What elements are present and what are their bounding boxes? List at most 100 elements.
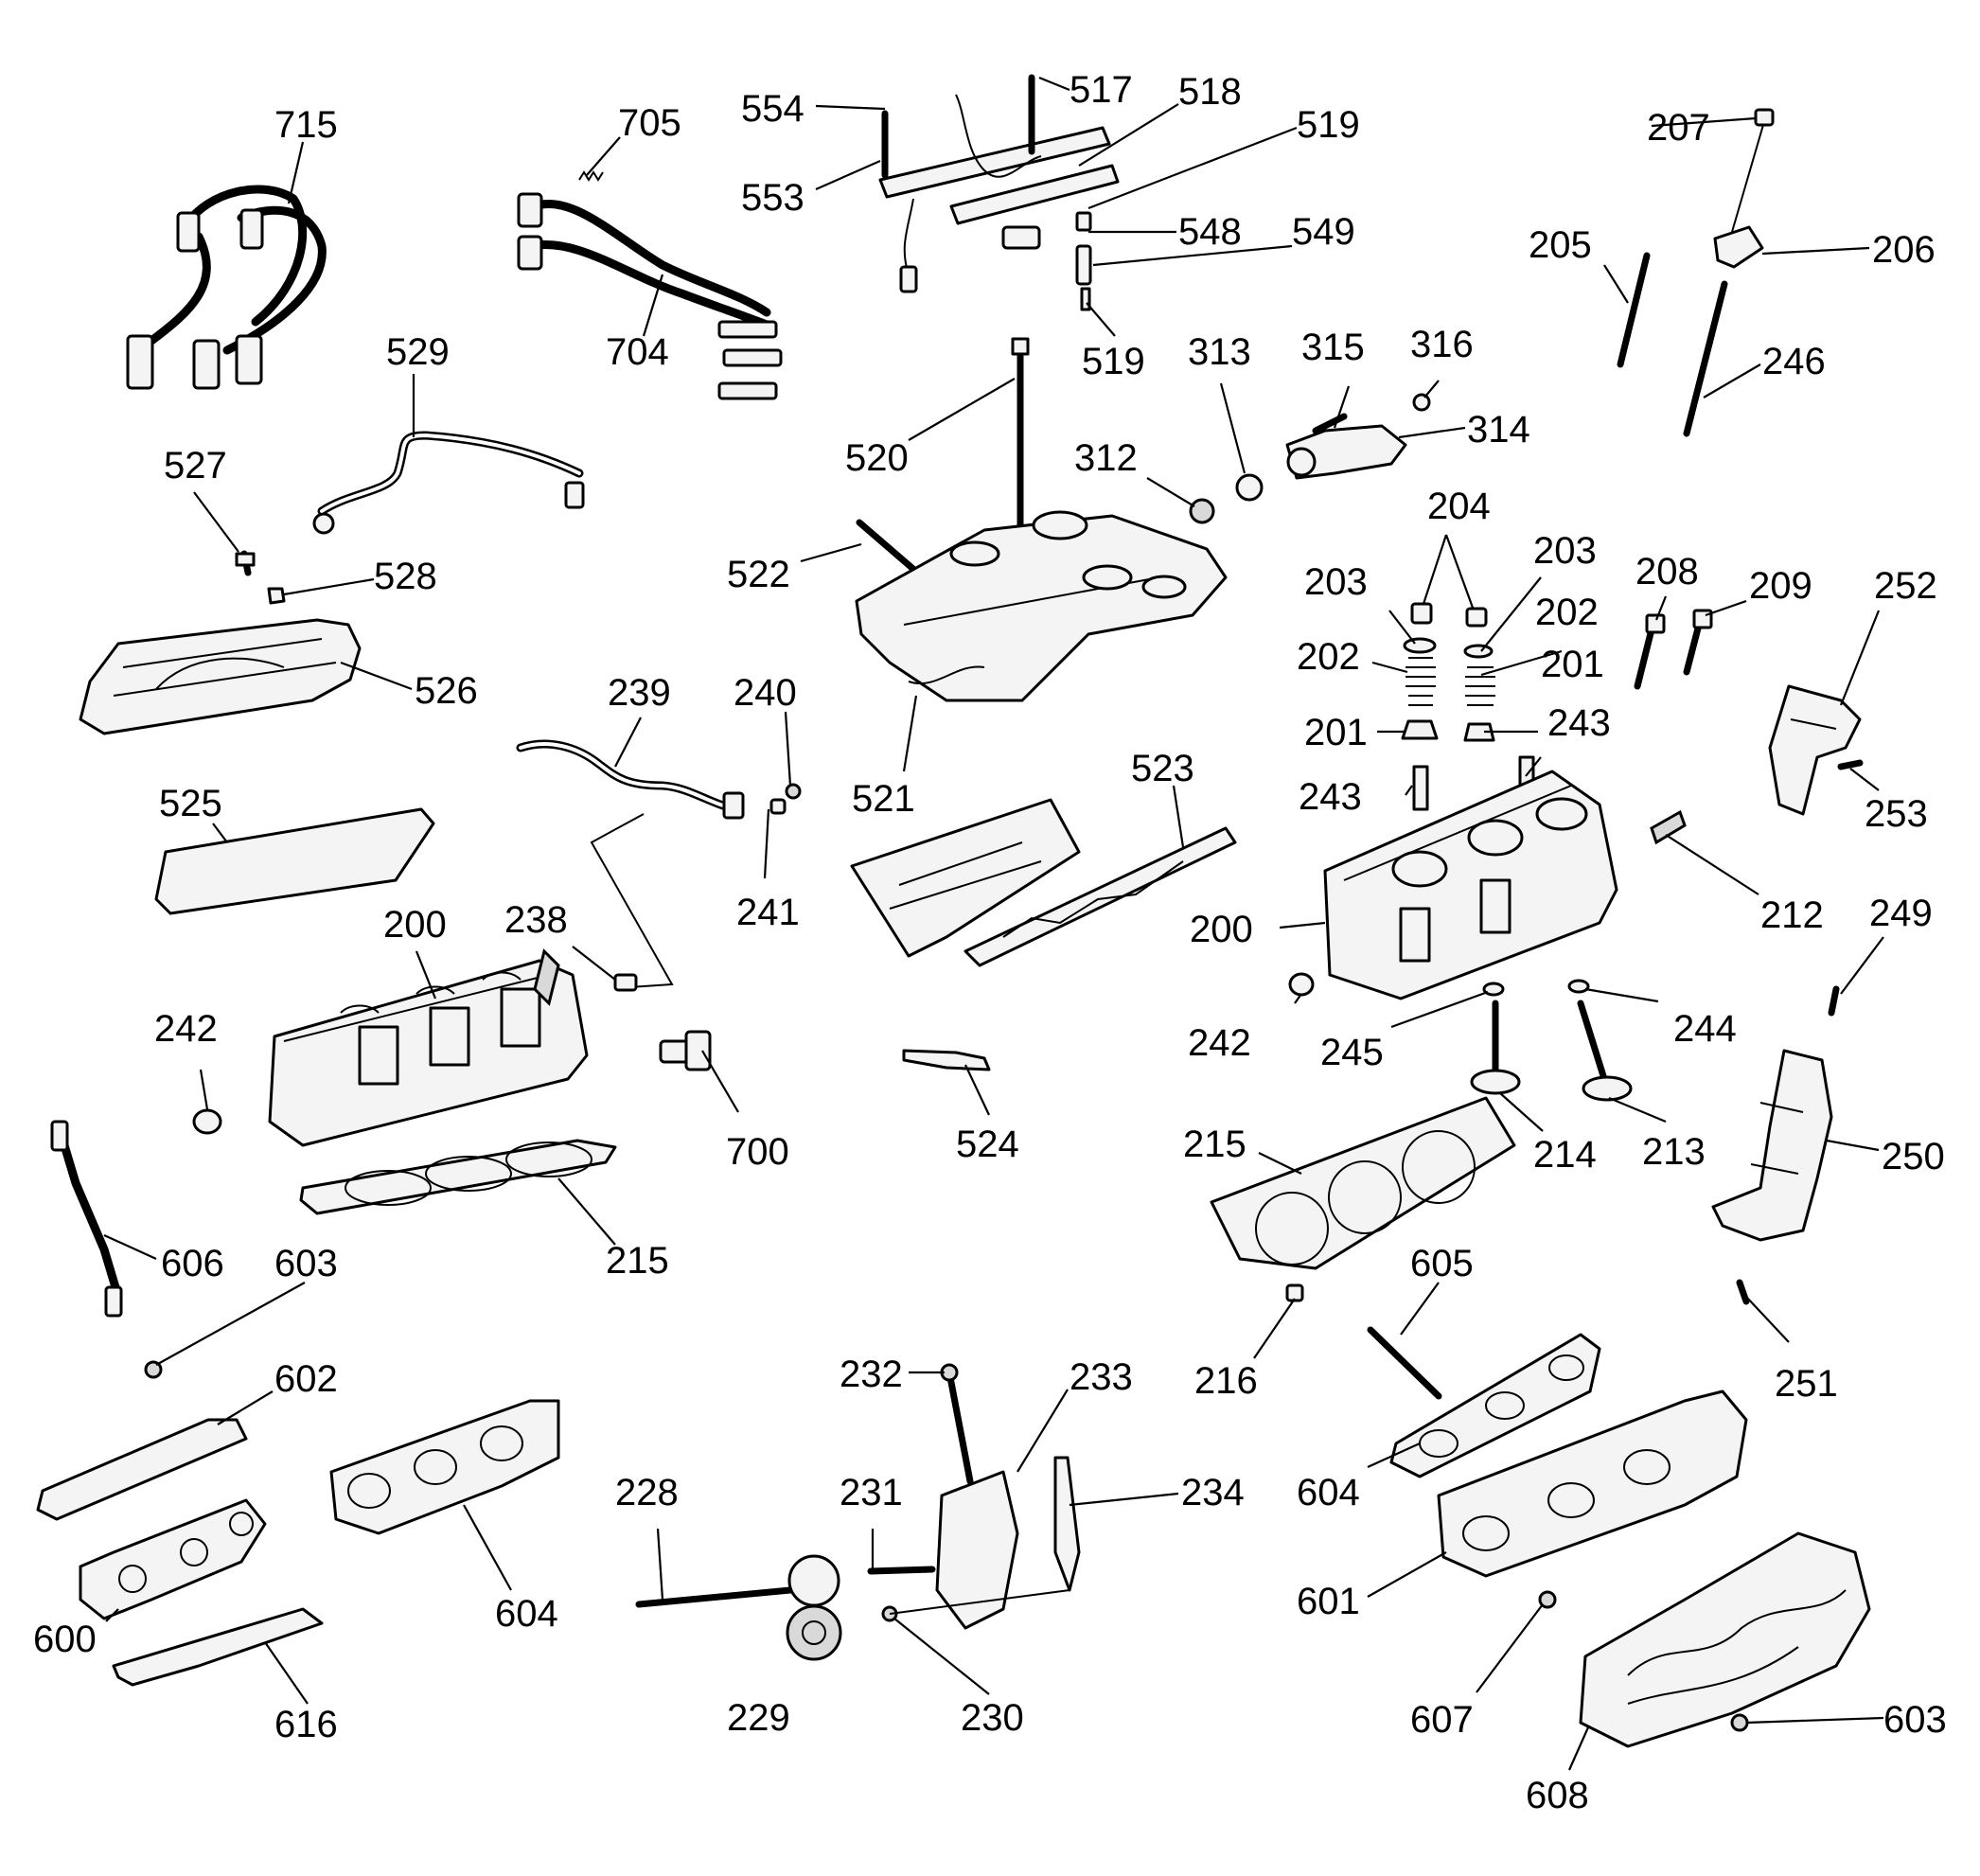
callout-604-left: 604: [495, 1593, 558, 1635]
idler-pulley-assembly: [635, 1363, 1081, 1661]
callout-519-top: 519: [1297, 104, 1360, 146]
temperature-sensor: [659, 1030, 712, 1071]
callout-215-right: 215: [1183, 1124, 1246, 1165]
callout-229: 229: [727, 1697, 790, 1739]
callout-607: 607: [1410, 1699, 1474, 1741]
callout-315: 315: [1301, 327, 1365, 368]
callout-608: 608: [1526, 1775, 1589, 1816]
exhaust-heat-shield-right: [1579, 1531, 1871, 1748]
callout-240: 240: [734, 672, 797, 714]
callout-245: 245: [1320, 1032, 1384, 1073]
callout-526: 526: [415, 670, 478, 712]
valve-seal-245: [1482, 982, 1505, 997]
callout-242-left: 242: [154, 1008, 218, 1050]
callout-525: 525: [159, 783, 222, 824]
callout-200-right: 200: [1190, 909, 1253, 950]
callout-206: 206: [1872, 229, 1936, 271]
callout-246: 246: [1762, 341, 1826, 382]
sensor-524: [902, 1049, 991, 1071]
callout-214: 214: [1533, 1134, 1597, 1176]
callout-203-right: 203: [1533, 530, 1597, 572]
valve-cover-bolt: [235, 550, 286, 605]
expansion-plug-left: [192, 1108, 222, 1135]
valve-spring-stack-left: [1401, 602, 1439, 811]
callout-242-right: 242: [1188, 1022, 1251, 1064]
callout-600: 600: [33, 1619, 97, 1660]
exhaust-manifold-left: [79, 1498, 267, 1620]
exhaust-valve: [1470, 1000, 1521, 1095]
callout-528: 528: [374, 556, 437, 597]
callout-700: 700: [726, 1131, 789, 1173]
callout-520: 520: [845, 437, 909, 479]
callout-705: 705: [618, 102, 681, 144]
callout-209: 209: [1749, 565, 1812, 607]
water-outlet-assembly: [1189, 393, 1431, 524]
cylinder-head-bolts: [1634, 609, 1713, 690]
heat-shield-616: [112, 1607, 324, 1687]
callout-521: 521: [852, 778, 915, 820]
callout-523: 523: [1131, 748, 1194, 789]
callout-241: 241: [736, 892, 800, 933]
callout-243-right: 243: [1547, 702, 1611, 744]
callout-239: 239: [608, 672, 671, 714]
intake-valve: [1577, 1000, 1633, 1102]
head-gasket-right: [1210, 1096, 1516, 1270]
callout-314: 314: [1467, 409, 1530, 451]
exhaust-nut-607: [1538, 1590, 1557, 1609]
exhaust-gasket-left: [329, 1399, 560, 1535]
callout-labels: 715 705 704 554 553 517 518 519 548 549 …: [33, 69, 1947, 1816]
callout-230: 230: [961, 1697, 1024, 1739]
bolt-603-right: [1730, 1713, 1749, 1732]
callout-548: 548: [1178, 211, 1242, 253]
spark-plug-wire-set-right: [517, 170, 783, 400]
oxygen-sensor-left: [50, 1120, 123, 1318]
cylinder-head-right: [1323, 770, 1687, 1000]
callout-215-left: 215: [606, 1240, 669, 1282]
valve-seal-244: [1567, 979, 1590, 994]
dowel-pin: [1285, 1283, 1304, 1302]
callout-252: 252: [1874, 565, 1937, 607]
callout-251: 251: [1775, 1363, 1838, 1405]
exhaust-stud: [1367, 1326, 1442, 1400]
spark-plug-wire-set-left: [126, 185, 327, 390]
callout-603-right: 603: [1883, 1699, 1947, 1741]
callout-238: 238: [504, 899, 568, 941]
pcv-hose: [312, 431, 585, 535]
callout-249: 249: [1869, 893, 1933, 934]
callout-207: 207: [1647, 107, 1710, 149]
intake-manifold: [855, 510, 1228, 702]
callout-234: 234: [1181, 1472, 1245, 1513]
callout-202-right: 202: [1535, 592, 1599, 633]
valve-spring-stack-right: [1463, 607, 1535, 802]
callout-212: 212: [1760, 894, 1824, 936]
callout-200-left: 200: [383, 904, 447, 946]
coolant-bypass-pipe: [516, 739, 802, 992]
callout-522: 522: [727, 554, 790, 595]
callout-616: 616: [274, 1704, 338, 1745]
callout-313: 313: [1188, 331, 1251, 373]
callout-204: 204: [1427, 486, 1491, 527]
valve-cover-gasket: [154, 807, 435, 915]
head-gasket-left: [299, 1139, 617, 1215]
callout-202-left: 202: [1297, 636, 1360, 678]
exhaust-manifold-right: [1437, 1389, 1748, 1578]
callout-606: 606: [161, 1243, 224, 1284]
callout-602: 602: [274, 1358, 338, 1400]
callout-601: 601: [1297, 1581, 1360, 1622]
callout-517: 517: [1070, 69, 1133, 111]
callout-203-left: 203: [1304, 561, 1368, 603]
callout-529: 529: [386, 331, 450, 373]
callout-231: 231: [840, 1472, 903, 1513]
accessory-bracket-upper: [1768, 684, 1864, 816]
expansion-plug-right: [1288, 972, 1315, 997]
callout-553: 553: [741, 177, 804, 219]
callout-603-left: 603: [274, 1243, 338, 1284]
callout-216: 216: [1194, 1360, 1258, 1402]
callout-604-right: 604: [1297, 1472, 1360, 1513]
callout-208: 208: [1635, 551, 1699, 593]
callout-549: 549: [1292, 211, 1355, 253]
callout-243-left: 243: [1299, 776, 1362, 818]
fuel-rail-assembly: [878, 74, 1120, 311]
callout-524: 524: [956, 1124, 1019, 1165]
